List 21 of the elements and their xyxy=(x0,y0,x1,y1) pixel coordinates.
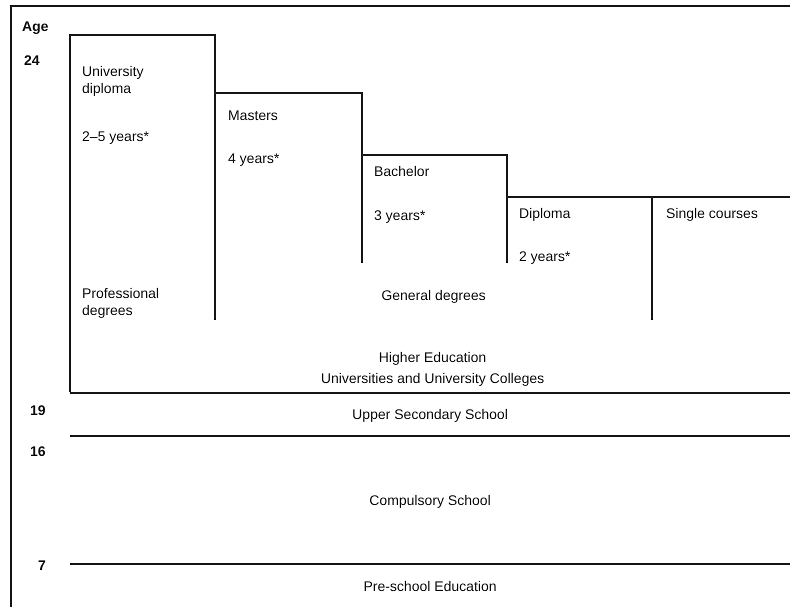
group-label: General degrees xyxy=(380,287,487,304)
duration-text: 3 years* xyxy=(374,207,426,224)
column-heading: Single courses xyxy=(666,205,759,222)
region-heading: Higher Education xyxy=(378,349,488,366)
age-label: 24 xyxy=(24,52,40,69)
duration-text: 2 years* xyxy=(519,248,572,265)
column-heading: Masters xyxy=(228,107,279,124)
duration-text: 2–5 years* xyxy=(82,128,150,145)
axis-title: Age xyxy=(22,18,48,35)
stage-name: Pre-school Education xyxy=(363,578,497,594)
age-label: 19 xyxy=(30,402,46,419)
age-label: 7 xyxy=(38,557,46,574)
stage-name: Upper Secondary School xyxy=(352,406,508,423)
duration-text: 4 years* xyxy=(228,150,280,167)
stage-name: Compulsory School xyxy=(369,492,491,508)
column-heading: University diploma xyxy=(82,63,144,97)
age-label: 16 xyxy=(30,443,46,460)
column-heading: Diploma xyxy=(519,205,572,222)
column-heading: Bachelor xyxy=(374,163,430,180)
category-text: Professional degrees xyxy=(82,285,160,319)
region-subheading: Universities and University Colleges xyxy=(320,370,546,387)
